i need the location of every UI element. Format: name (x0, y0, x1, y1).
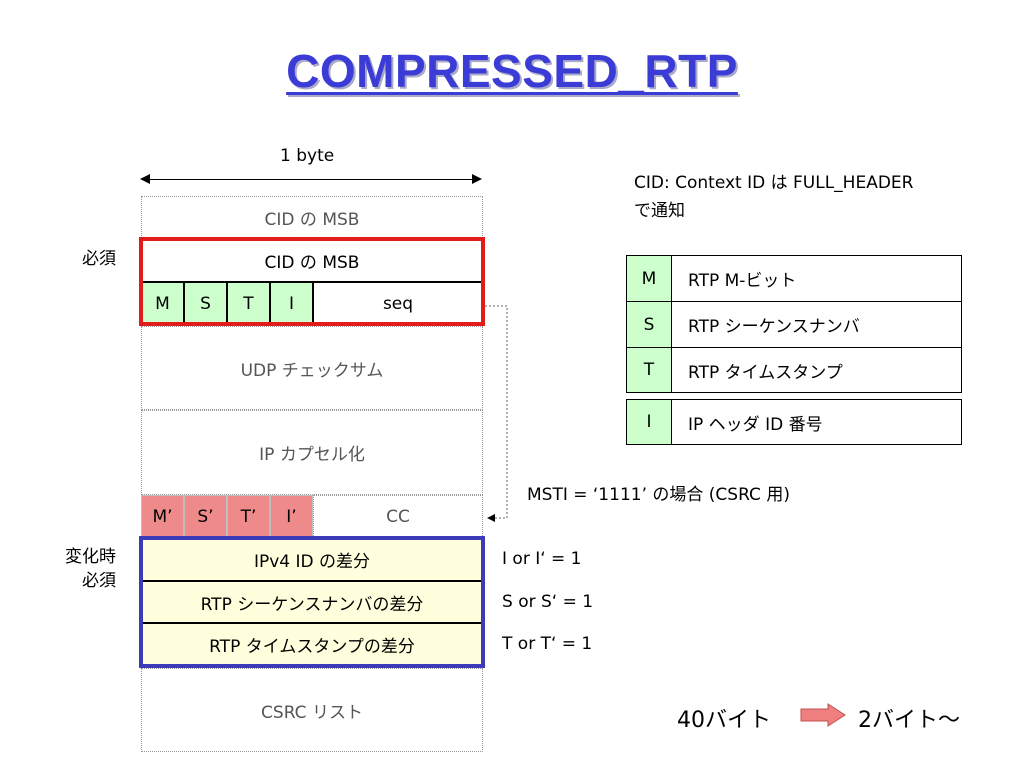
on-change-fields-frame (139, 536, 485, 668)
s-prime-field: S’ (184, 495, 227, 538)
rtp-ts-diff-field: RTP タイムスタンプの差分 (141, 623, 483, 666)
m-bit-field: M (141, 282, 184, 325)
ipv4-id-diff-field: IPv4 ID の差分 (141, 538, 483, 581)
on-change-label-2: 必須 (82, 571, 116, 591)
ip-encap-field: IP カプセル化 (141, 410, 483, 495)
required-fields-frame (139, 237, 485, 326)
t-condition-note: T or T‘ = 1 (502, 634, 593, 654)
arrow-right-icon (472, 174, 482, 184)
legend-key: S (627, 302, 672, 347)
rtp-seq-diff-field: RTP シーケンスナンバの差分 (141, 581, 483, 623)
legend-key: T (627, 348, 672, 392)
s-bit-field: S (184, 282, 227, 325)
legend-row-m: M RTP M-ビット (626, 255, 962, 301)
legend-value: RTP M-ビット (688, 271, 797, 291)
legend-row-s: S RTP シーケンスナンバ (626, 301, 962, 347)
i-condition-note: I or I‘ = 1 (502, 549, 582, 569)
required-label: 必須 (82, 249, 116, 269)
t-bit-field: T (227, 282, 270, 325)
udp-checksum-field: UDP チェックサム (141, 326, 483, 410)
i-bit-field: I (270, 282, 313, 325)
legend-value: RTP タイムスタンプ (688, 362, 843, 383)
cc-field: CC (313, 495, 483, 538)
byte-width-line (148, 179, 474, 180)
arrow-left-icon (140, 174, 150, 184)
on-change-label-1: 変化時 (65, 547, 116, 567)
i-prime-field: I’ (270, 495, 313, 538)
cid-note-line1: CID: Context ID は FULL_HEADER (634, 173, 914, 193)
s-condition-note: S or S‘ = 1 (502, 592, 594, 612)
m-prime-field: M’ (141, 495, 184, 538)
arrow-right-icon (800, 703, 846, 727)
legend-value: IP ヘッダ ID 番号 (688, 414, 823, 435)
msti-note: MSTI = ‘1111’ の場合 (CSRC 用) (527, 485, 790, 505)
legend-key: M (627, 256, 672, 301)
t-prime-field: T’ (227, 495, 270, 538)
cid-note-line2: で通知 (634, 201, 685, 221)
msti-connector (485, 305, 508, 522)
size-after: 2バイト～ (858, 708, 960, 733)
cid-msb-faded-field: CID の MSB (141, 196, 483, 238)
size-before: 40バイト (677, 708, 771, 733)
legend-value: RTP シーケンスナンバ (688, 317, 860, 337)
page-title: COMPRESSED_RTP (286, 45, 738, 97)
legend-key: I (627, 400, 672, 444)
legend-row-i: I IP ヘッダ ID 番号 (626, 399, 962, 445)
csrc-list-field: CSRC リスト (141, 668, 483, 752)
byte-width-label: 1 byte (280, 146, 335, 166)
legend-row-t: T RTP タイムスタンプ (626, 347, 962, 393)
